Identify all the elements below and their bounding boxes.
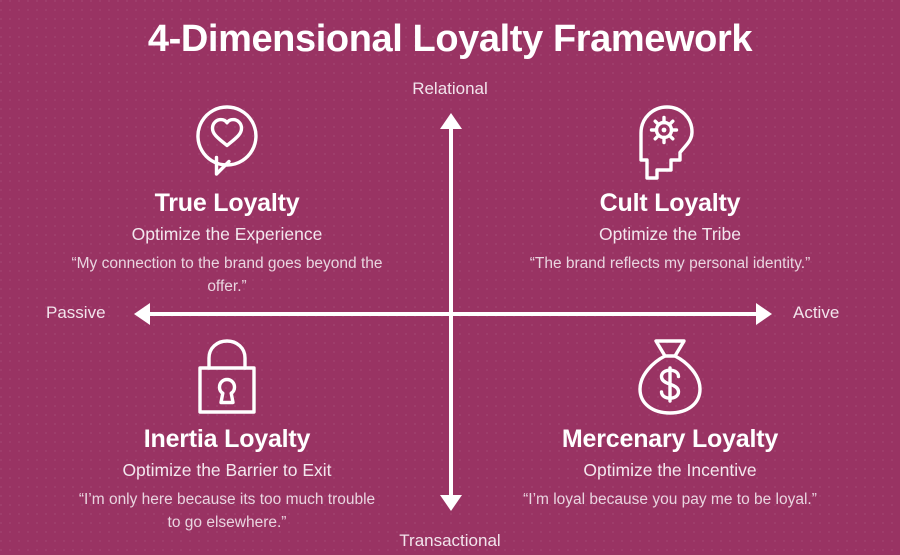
quadrant-title: Inertia Loyalty: [143, 425, 311, 453]
axis-label-transactional: Transactional: [399, 531, 501, 550]
quadrant-quote: “I’m only here because its too much trou…: [78, 490, 376, 531]
arrow-up-icon: [440, 113, 462, 129]
quadrant-quote: “I’m loyal because you pay me to be loya…: [523, 490, 817, 508]
quadrant-quote: “The brand reflects my personal identity…: [529, 254, 811, 272]
quadrant-title: Cult Loyalty: [599, 189, 741, 217]
quadrant-inertia-loyalty: Inertia Loyalty Optimize the Barrier to …: [47, 336, 407, 534]
quadrant-cult-loyalty: Cult Loyalty Optimize the Tribe “The bra…: [490, 100, 850, 275]
axis-label-relational: Relational: [412, 79, 488, 98]
head-with-gear-icon: [490, 100, 850, 182]
money-bag-dollar-icon: [490, 336, 850, 418]
horizontal-axis-line: [147, 312, 759, 316]
quadrant-quote: “My connection to the brand goes beyond …: [71, 254, 383, 295]
padlock-icon: [47, 336, 407, 418]
quadrant-subtitle: Optimize the Experience: [131, 223, 323, 244]
axis-label-passive: Passive: [46, 303, 106, 322]
arrow-left-icon: [134, 303, 150, 325]
quadrant-subtitle: Optimize the Barrier to Exit: [122, 459, 332, 480]
quadrant-subtitle: Optimize the Tribe: [599, 223, 741, 244]
arrow-down-icon: [440, 495, 462, 511]
heart-speech-bubble-icon: [47, 100, 407, 182]
quadrant-true-loyalty: True Loyalty Optimize the Experience “My…: [47, 100, 407, 298]
page-title: 4-Dimensional Loyalty Framework: [147, 18, 753, 60]
quadrant-title: Mercenary Loyalty: [561, 425, 779, 453]
axis-label-active: Active: [793, 303, 840, 322]
quadrant-mercenary-loyalty: Mercenary Loyalty Optimize the Incentive…: [490, 336, 850, 511]
arrow-right-icon: [756, 303, 772, 325]
quadrant-subtitle: Optimize the Incentive: [583, 459, 757, 480]
quadrant-title: True Loyalty: [154, 189, 300, 217]
